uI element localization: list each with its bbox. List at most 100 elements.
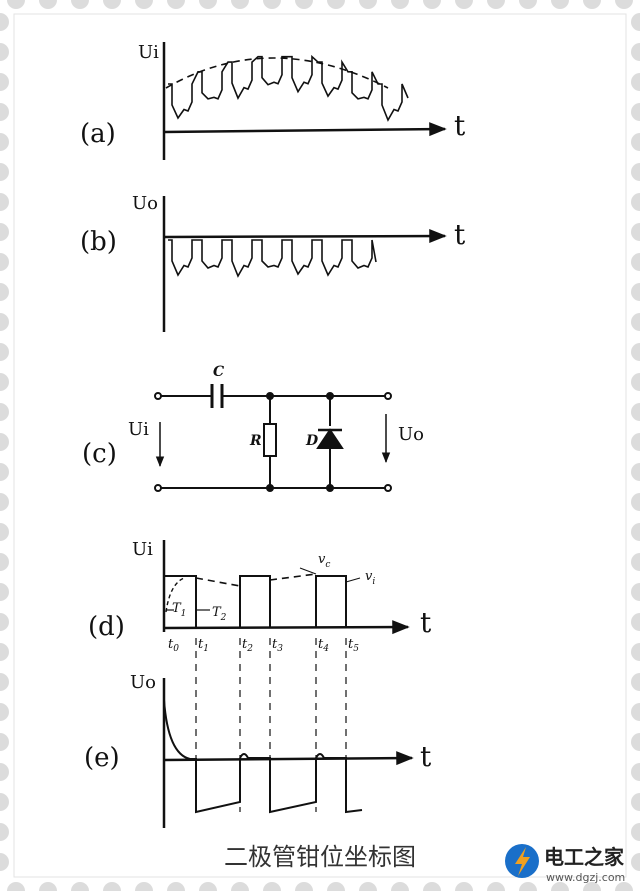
figure-caption: 二极管钳位坐标图: [224, 843, 416, 871]
capacitor-label: C: [213, 364, 224, 380]
panel-d-y-label: Ui: [132, 539, 153, 560]
stamp-scallop: [0, 253, 9, 271]
watermark: 电工之家 www.dgzj.com: [505, 844, 625, 884]
panel-d-x-axis: [163, 620, 410, 635]
stamp-scallop: [0, 403, 9, 421]
vc-label: vc: [318, 552, 330, 570]
panel-a-input-waveform: [168, 54, 409, 122]
stamp-scallop: [631, 793, 640, 811]
time-tick-label: t2: [242, 637, 253, 654]
stamp-scallop: [0, 703, 9, 721]
junction-resistor-top: [266, 392, 274, 400]
watermark-url: www.dgzj.com: [546, 871, 625, 884]
stamp-scallop: [359, 882, 377, 891]
vc-leader: [299, 567, 317, 575]
panel-c-circuit: [154, 384, 392, 492]
panel-a-x-axis: [163, 122, 447, 137]
stamp-scallop: [423, 882, 441, 891]
stamp-scallop: [391, 0, 409, 9]
stamp-scallop: [0, 673, 9, 691]
stamp-scallop: [231, 0, 249, 9]
stamp-scallop: [631, 703, 640, 721]
stamp-scallop: [0, 493, 9, 511]
stamp-scallop: [631, 583, 640, 601]
stamp-scallop: [0, 643, 9, 661]
stamp-scallop: [631, 613, 640, 631]
panel-a-x-label: t: [454, 109, 466, 142]
stamp-scallop: [631, 373, 640, 391]
panel-b-x-label: t: [454, 218, 466, 251]
stamp-scallop: [615, 882, 633, 891]
panel-e-y-label: Uo: [130, 672, 156, 693]
stamp-scallop: [295, 882, 313, 891]
stamp-scallop: [0, 13, 9, 31]
stamp-scallop: [631, 343, 640, 361]
stamp-scallop: [631, 523, 640, 541]
stamp-scallop: [631, 163, 640, 181]
stamp-scallop: [135, 0, 153, 9]
stamp-scallop: [631, 433, 640, 451]
watermark-name: 电工之家: [544, 845, 625, 869]
stamp-scallop: [631, 253, 640, 271]
stamp-scallop: [631, 103, 640, 121]
stamp-scallop: [631, 493, 640, 511]
junction-diode-top: [326, 392, 334, 400]
terminal-out-top: [384, 392, 392, 400]
stamp-scallop: [0, 163, 9, 181]
stamp-scallop: [359, 0, 377, 9]
stamp-scallop: [423, 0, 441, 9]
time-tick-label: t3: [272, 637, 283, 654]
panel-c-label: (c): [82, 439, 117, 469]
lightning-logo-icon: [505, 844, 539, 878]
stamp-scallop: [39, 882, 57, 891]
stamp-scallop: [583, 882, 601, 891]
stamp-scallop: [615, 0, 633, 9]
stamp-scallop: [631, 673, 640, 691]
stamp-scallop: [0, 433, 9, 451]
T1-label: T1: [172, 601, 186, 619]
stamp-scallop: [103, 882, 121, 891]
stamp-scallop: [7, 0, 25, 9]
stamp-scallop: [0, 73, 9, 91]
stamp-scallop: [0, 103, 9, 121]
stamp-scallop: [631, 193, 640, 211]
stamp-scallop: [631, 733, 640, 751]
panel-b-y-label: Uo: [132, 193, 158, 214]
stamp-scallop: [631, 853, 640, 871]
stamp-scallop: [0, 193, 9, 211]
panel-d-capacitor-charge-curve: [165, 577, 185, 613]
stamp-scallop: [231, 882, 249, 891]
panel-d-label: (d): [88, 612, 125, 642]
stamp-scallop: [0, 583, 9, 601]
stamp-scallop: [295, 0, 313, 9]
stamp-scallop: [0, 463, 9, 481]
stamp-scallop: [103, 0, 121, 9]
stamp-scallop: [487, 0, 505, 9]
stamp-scallop: [551, 882, 569, 891]
stamp-scallop: [631, 43, 640, 61]
terminal-in-bottom: [154, 484, 162, 492]
panel-b-label: (b): [80, 227, 117, 257]
stamp-scallop: [631, 643, 640, 661]
stamp-scallop: [135, 882, 153, 891]
stamp-scallop: [631, 73, 640, 91]
stamp-scallop: [519, 0, 537, 9]
panel-d-vc-dashed: [195, 573, 317, 587]
stamp-scallop: [631, 283, 640, 301]
time-tick-label: t0: [168, 637, 179, 654]
stamp-scallop: [0, 553, 9, 571]
T2-label: T2: [212, 605, 227, 623]
stamp-scallop: [631, 403, 640, 421]
vi-label: vi: [365, 569, 375, 587]
stamp-scallop: [0, 223, 9, 241]
stamp-scallop: [0, 373, 9, 391]
stamp-scallop: [7, 882, 25, 891]
panel-b: (b) Uo t: [80, 193, 466, 332]
terminal-out-bottom: [384, 484, 392, 492]
stamp-scallop: [327, 0, 345, 9]
stamp-scallop: [199, 882, 217, 891]
stamp-scallop: [631, 463, 640, 481]
